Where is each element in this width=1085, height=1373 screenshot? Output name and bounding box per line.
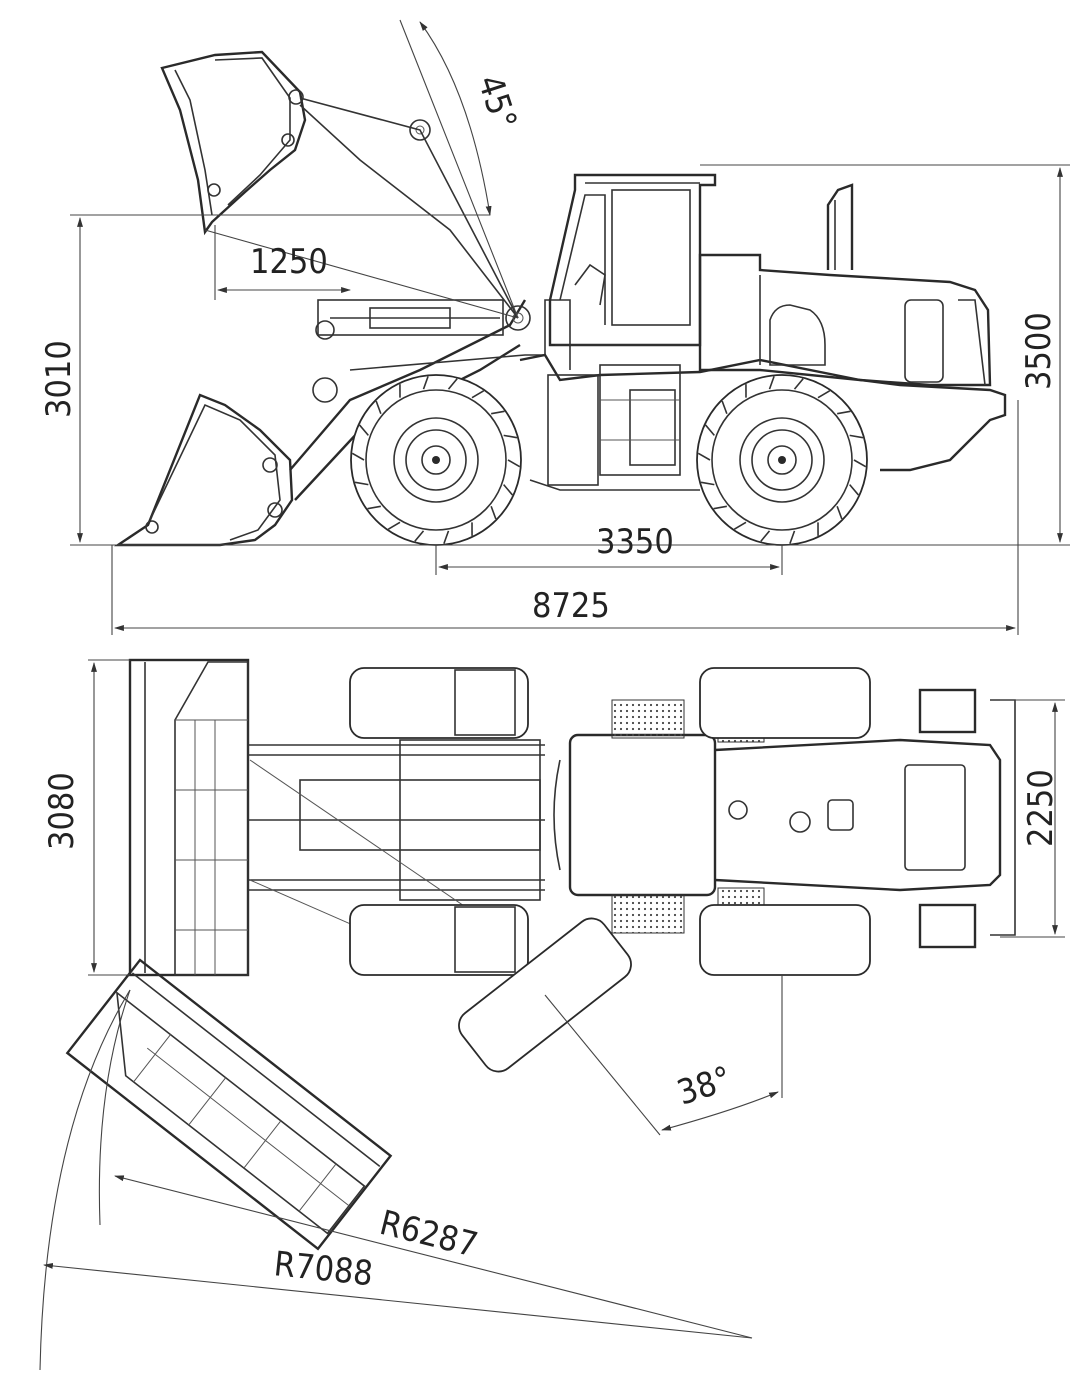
tire-lug <box>507 459 521 468</box>
tire-lug <box>503 434 518 439</box>
outer-turning-radius-label: R7088 <box>272 1244 375 1294</box>
overall-height-label: 3500 <box>1019 312 1059 390</box>
tire-lug <box>367 505 381 510</box>
front-wheel <box>350 374 522 546</box>
front-tires-top <box>349 667 529 976</box>
tire-lug <box>789 530 796 544</box>
tire-lug <box>837 410 851 415</box>
cab <box>548 173 717 347</box>
tire-lug <box>422 376 429 390</box>
tire-lug <box>713 505 727 510</box>
side-view: 45° 1250 3010 3500 3350 8725 <box>39 19 1070 635</box>
tire-lug <box>700 481 715 486</box>
tire-lug <box>387 521 401 530</box>
tire-lug <box>760 530 771 542</box>
overall-length-label: 8725 <box>532 586 610 626</box>
tire-lug <box>793 378 804 390</box>
straight-bucket <box>128 658 250 977</box>
tire-lug <box>491 410 505 415</box>
dump-clearance-height-label: 3010 <box>39 340 79 418</box>
boom-arms-top <box>248 739 545 951</box>
rear-frame-top <box>553 667 1016 976</box>
tire-lug <box>853 459 867 468</box>
tire-lug <box>490 506 497 520</box>
tire-lug <box>849 434 864 439</box>
side-dimensions <box>70 19 1070 635</box>
tire-lug <box>768 376 775 390</box>
tire-lug <box>836 506 843 520</box>
tire-lug <box>721 400 728 414</box>
wheelbase-label: 3350 <box>596 522 674 562</box>
bucket-width-label: 3080 <box>42 772 82 850</box>
tire-lug <box>705 424 715 436</box>
tire-lug <box>817 390 831 399</box>
tire-lug <box>697 452 711 461</box>
top-dimensions <box>39 659 1065 1371</box>
articulated-bucket <box>65 958 393 1251</box>
lowered-bucket <box>114 393 294 547</box>
tire-lug <box>375 400 382 414</box>
dump-reach-label: 1250 <box>250 242 328 282</box>
tire-lug <box>414 530 425 542</box>
tire-lug <box>359 424 369 436</box>
chassis <box>349 299 1007 491</box>
dumping-angle-label: 45° <box>469 70 524 134</box>
rear-wheel <box>696 374 868 546</box>
tire-lug <box>351 452 365 461</box>
tire-lug <box>354 481 369 486</box>
tire-lug <box>733 521 747 530</box>
tire-lug <box>443 530 450 544</box>
tire-lug <box>503 484 513 496</box>
tire-lug <box>849 484 859 496</box>
top-view: 3080 2250 38° R6287 R7088 <box>39 658 1065 1371</box>
tire-lug <box>447 378 458 390</box>
articulation-angle-label: 38° <box>672 1059 736 1114</box>
tire-lug <box>471 390 485 399</box>
engine-hood <box>698 183 992 387</box>
raised-bucket <box>160 50 431 236</box>
tread-width-label: 2250 <box>1021 769 1061 847</box>
